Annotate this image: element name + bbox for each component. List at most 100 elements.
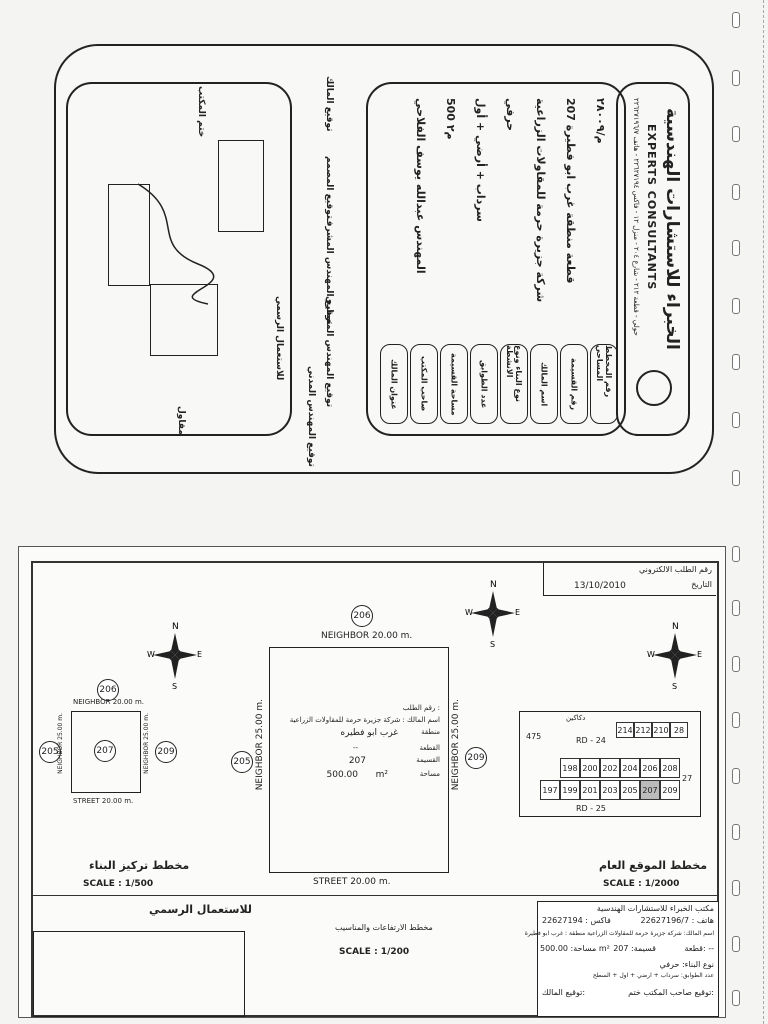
site-plot-cell: 203: [600, 780, 620, 800]
info-area: غرب ابو فطيره: [340, 728, 398, 738]
plot-209-marker-small: 209: [155, 741, 177, 763]
tb-plot: قسيمة: 207: [613, 944, 656, 953]
signature-label: توقيع المهندس المشرف: [324, 216, 334, 325]
site-shops-label: دكاكين: [566, 714, 586, 722]
info-plot: 207: [348, 756, 366, 766]
stamp-3: [108, 184, 150, 286]
signature-label: توقيع المهندس المعماري: [324, 296, 334, 408]
permit-row: نوع البناء ونوع الانشطة حرفي: [500, 94, 528, 424]
site-plot-cell: 206: [640, 758, 660, 778]
sheet-frame: رقم الطلب الالكتروني التاريخ 13/10/2010 …: [31, 561, 719, 1017]
permit-row: رقم المخطط المساحي م/٢٨٠٠٩: [590, 94, 618, 424]
permit-row-label: رقم المخطط المساحي: [590, 344, 618, 424]
plot-206-marker: 206: [351, 605, 373, 627]
site-plot-cell: 202: [600, 758, 620, 778]
svg-text:W: W: [465, 608, 473, 617]
page-edge-line: [762, 0, 764, 1024]
site-plot-cell: 200: [580, 758, 600, 778]
info-size-label: مساحة: [419, 770, 440, 778]
permit-row-value: م/٢٨٠٠٩: [594, 98, 607, 144]
site-plot-cell: 201: [580, 780, 600, 800]
permit-row-label: نوع البناء ونوع الانشطة: [500, 344, 528, 424]
signature-label: مقاول: [176, 406, 186, 435]
permit-row: صاحب المكتب المهندس عبدالله يوسف الفلاحي: [410, 94, 438, 424]
permit-row-value: 500 م٢: [444, 98, 457, 140]
info-block: --: [352, 744, 358, 752]
permit-row-value: شركة جزيرة حرمة للمقاولات الزراعية: [534, 98, 547, 303]
site-plot-cell: 204: [620, 758, 640, 778]
info-size: 500.00: [326, 770, 359, 780]
site-plot-cell: 208: [660, 758, 680, 778]
plot-206-marker-small: 206: [97, 679, 119, 701]
site-plot-cell: 199: [560, 780, 580, 800]
info-plot-label: القسيمة: [416, 756, 440, 764]
site-plot-cell: 214: [616, 722, 634, 738]
street-label: STREET 20.00 m.: [313, 877, 391, 887]
small-plan-scale: SCALE : 1/500: [83, 879, 154, 889]
site-plot-cell: 197: [540, 780, 560, 800]
permit-row-value: المهندس عبدالله يوسف الفلاحي: [414, 98, 427, 274]
permit-row-label: صاحب المكتب: [410, 344, 438, 424]
signature-label: توقيع المهندس المدني: [306, 366, 316, 467]
svg-text:N: N: [672, 622, 679, 632]
info-request: رقم الطلب :: [402, 704, 440, 712]
site-plot-cell: 207: [640, 780, 660, 800]
site-plot-cell: 209: [660, 780, 680, 800]
svg-text:E: E: [197, 650, 202, 659]
info-owner: اسم المالك : شركة جزيرة حرمة للمقاولات ا…: [289, 716, 440, 724]
date-value: 13/10/2010: [574, 581, 626, 591]
permit-row-value: حرفي: [504, 98, 517, 132]
date-label: التاريخ: [691, 580, 712, 589]
svg-text:N: N: [490, 580, 497, 590]
plot-205-marker-small: 205: [39, 741, 61, 763]
svg-text:E: E: [515, 608, 520, 617]
site-left-num: 475: [526, 732, 542, 741]
elevations-scale: SCALE : 1/200: [339, 947, 410, 957]
tb-sig-office: توقيع صاحب المكتب ختم:: [628, 988, 714, 997]
svg-text:S: S: [672, 682, 677, 691]
svg-text:N: N: [172, 622, 179, 632]
office-logo: [636, 370, 672, 406]
site-rd-bottom: RD - 25: [576, 804, 606, 813]
signature-label: ختم المكتب: [196, 86, 206, 138]
office-name-en: EXPERTS CONSULTANTS: [645, 124, 658, 291]
title-block: مكتب الخبراء للاستشارات الهندسية هاتف : …: [525, 901, 719, 1017]
site-plot-cell: 212: [634, 722, 652, 738]
plot-205-marker: 205: [231, 751, 253, 773]
info-block-label: القطعة: [419, 744, 441, 752]
elevations-title: مخطط الارتفاعات والمناسيب: [335, 923, 433, 932]
info-unit: m²: [375, 770, 388, 780]
site-plan-scale: SCALE : 1/2000: [603, 879, 680, 889]
permit-row: عنوان المالك: [380, 94, 408, 424]
office-header: الخبراء للاستشارات الهندسية EXPERTS CONS…: [616, 82, 690, 436]
permit-row: مساحة القسيمة 500 م٢: [440, 94, 468, 424]
permit-row-value: سرداب + أرضي + أول: [474, 98, 487, 222]
neighbor-right-label: NEIGHBOR 25.00 m.: [451, 699, 461, 791]
signatures-box: [66, 82, 292, 436]
header-box: رقم الطلب الالكتروني التاريخ 13/10/2010: [543, 563, 716, 596]
plot-209-marker: 209: [465, 747, 487, 769]
drawing-sheet: رقم الطلب الالكتروني التاريخ 13/10/2010 …: [18, 546, 726, 1018]
tb-type: نوع البناء: حرفي: [659, 960, 714, 969]
signature-label: للاستعمال الرسمي: [274, 296, 284, 381]
svg-text:S: S: [172, 682, 177, 691]
permit-row-label: مساحة القسيمة: [440, 344, 468, 424]
tb-office: مكتب الخبراء للاستشارات الهندسية: [596, 904, 714, 913]
office-name: الخبراء للاستشارات الهندسية: [662, 108, 682, 350]
tb-owner: اسم المالك: شركة جزيرة حرمة للمقاولات ال…: [524, 930, 714, 937]
site-plot-cell: 198: [560, 758, 580, 778]
small-side-right: NEIGHBOR 25.00 m.: [143, 713, 150, 774]
permit-row-label: رقم القسيمة: [560, 344, 588, 424]
binder-holes: [732, 0, 746, 1024]
small-neighbor-label: NEIGHBOR 20.00 m.: [73, 698, 144, 706]
small-plot-outline: 207: [71, 711, 141, 793]
small-side-left: NEIGHBOR 25.00 m.: [57, 713, 64, 774]
site-plan-title: مخطط الموقع العام: [599, 859, 708, 872]
tb-block: قطعة: --: [684, 944, 714, 953]
